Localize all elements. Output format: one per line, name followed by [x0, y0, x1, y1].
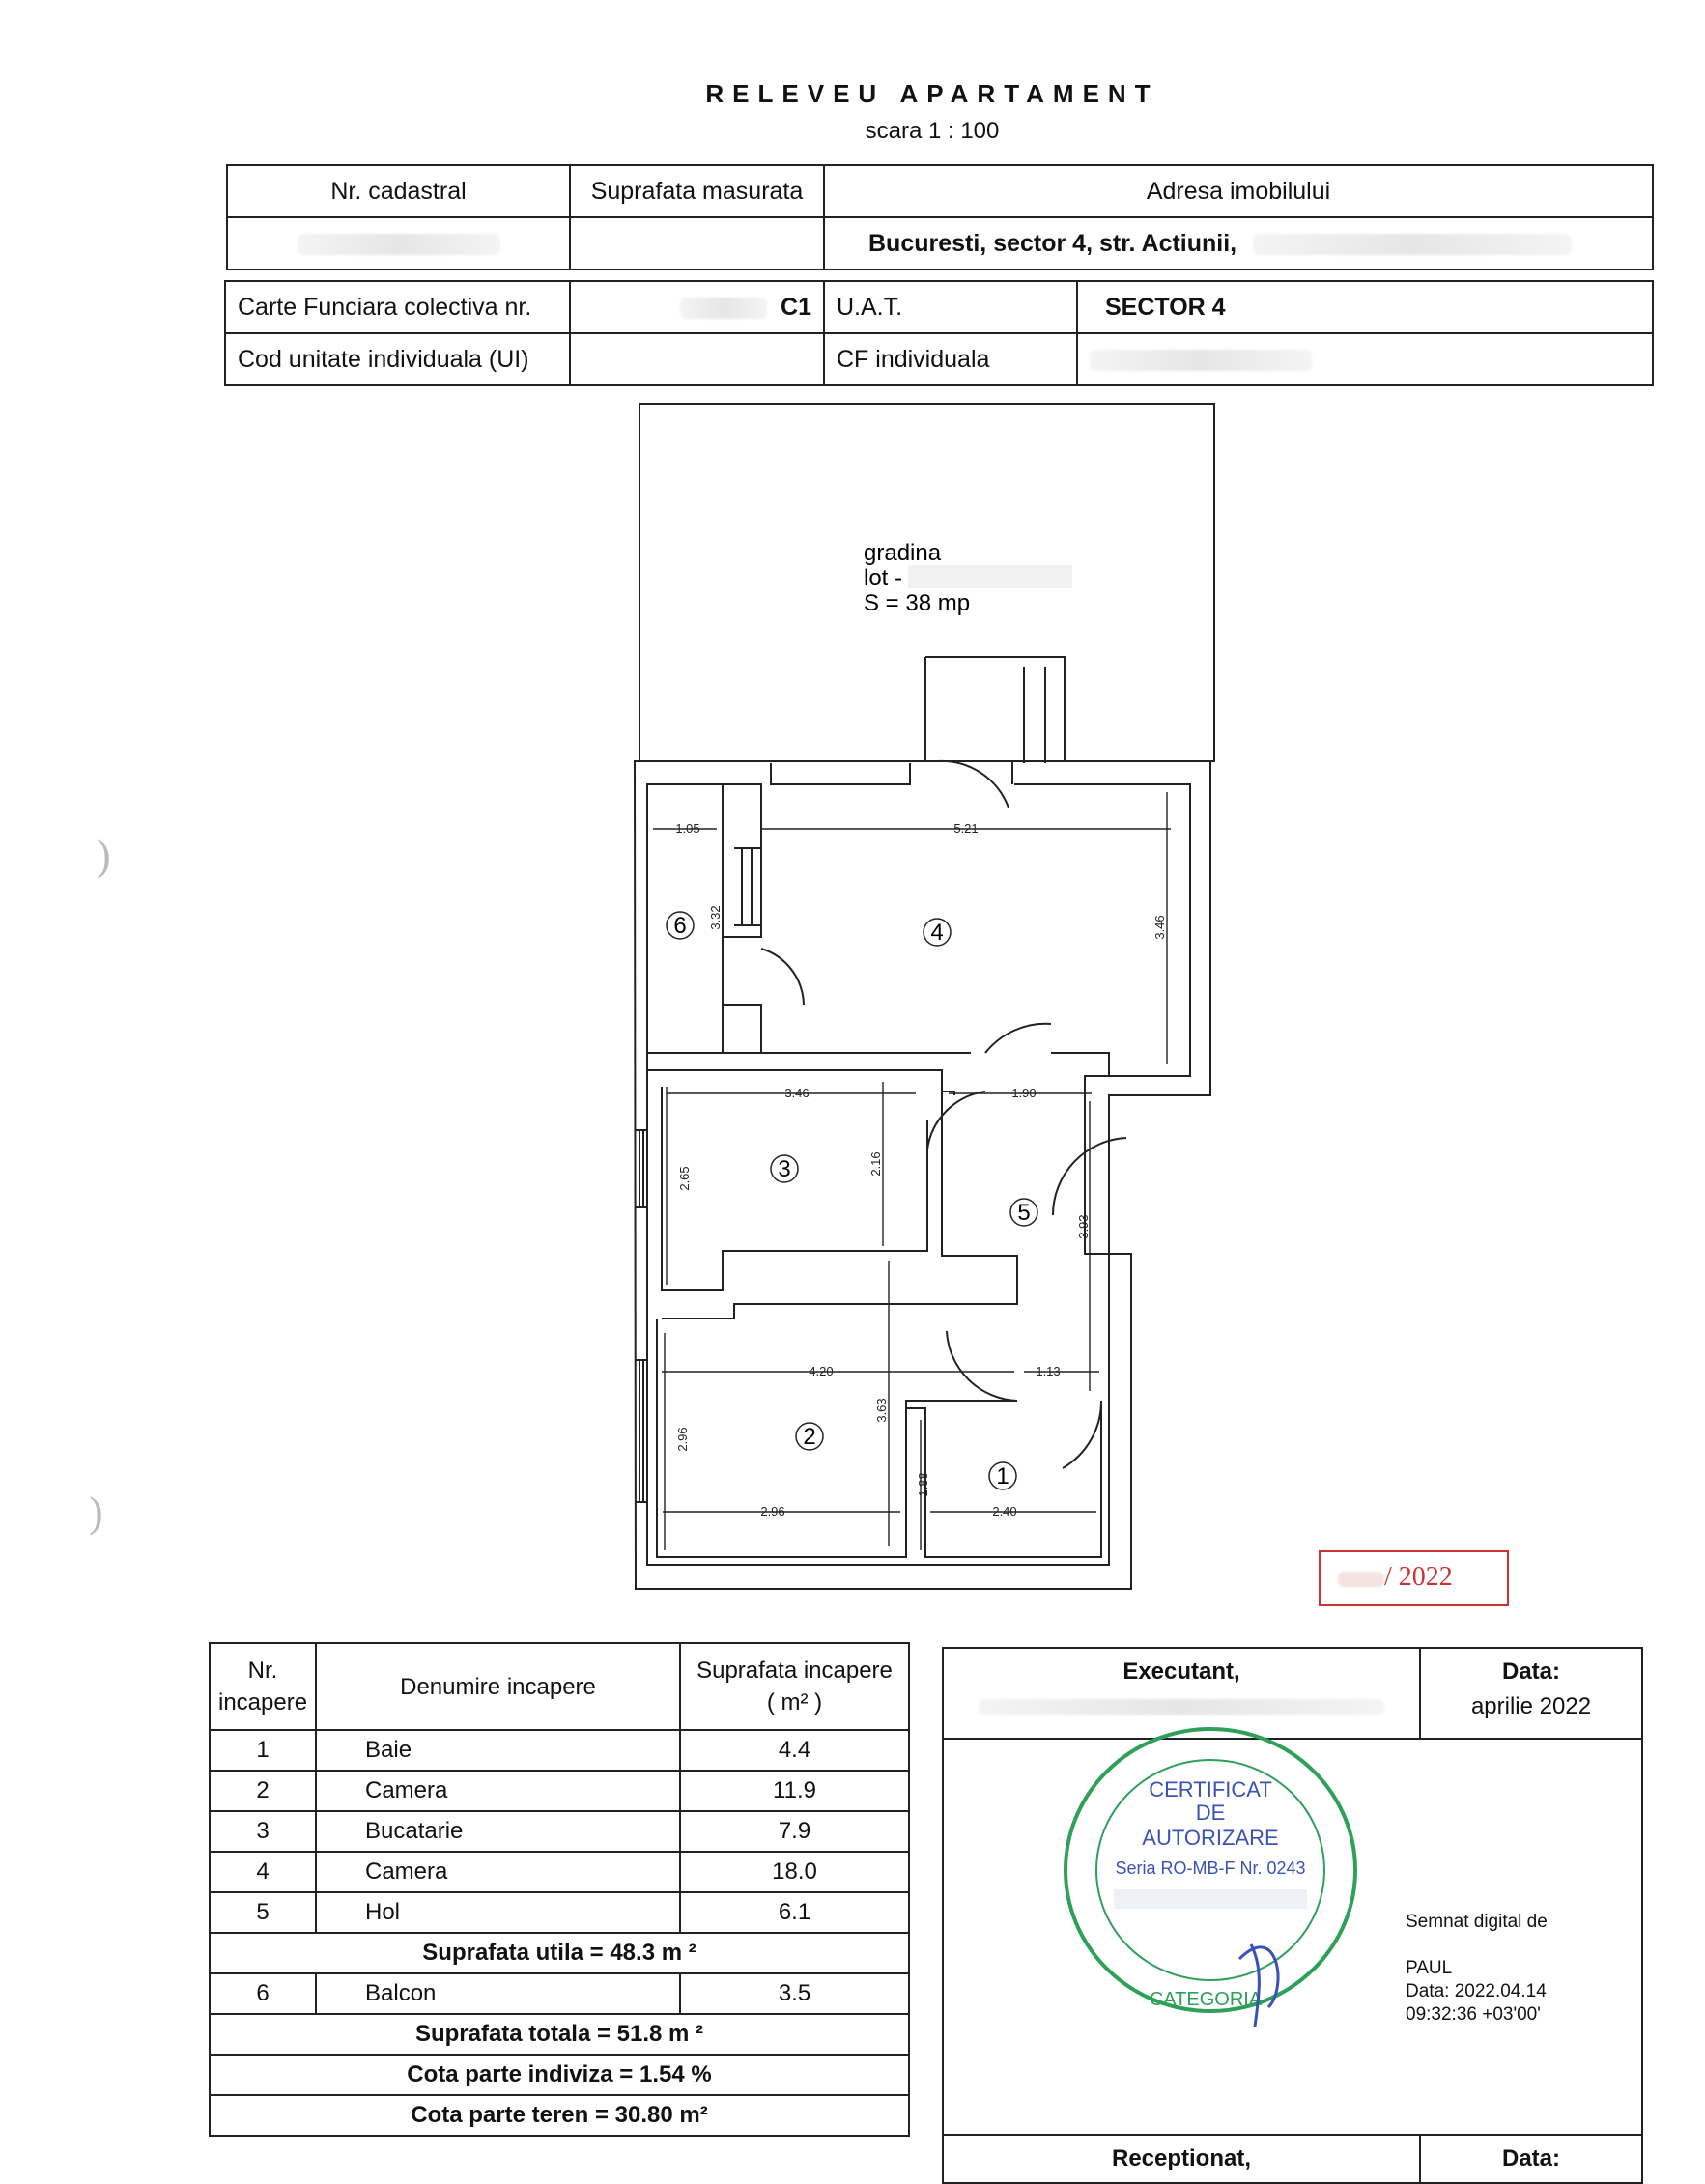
cadastral-value — [226, 216, 571, 270]
rooms-table: Nr. incapere Denumire incapere Suprafata… — [209, 1642, 910, 2137]
inner-wall — [646, 783, 1191, 1566]
cota-indiviza: Cota parte indiviza = 1.54 % — [209, 2054, 910, 2096]
carte-funciara-value: C1 — [569, 280, 825, 334]
room-number-1: 1 — [996, 1463, 1009, 1489]
dim-label: 5.21 — [953, 821, 978, 836]
stamp-line1: CERTIFICAT — [1149, 1777, 1272, 1801]
dim-label: 3.32 — [708, 905, 723, 929]
col-adresa: Adresa imobilului — [823, 164, 1654, 218]
stamp-line2: DE — [1196, 1801, 1226, 1825]
room-number-3: 3 — [778, 1156, 790, 1182]
col-cadastral: Nr. cadastral — [226, 164, 571, 218]
scale-label: scara 1 : 100 — [865, 118, 1000, 144]
garden-area: S = 38 mp — [864, 590, 970, 616]
carte-funciara-label: Carte Funciara colectiva nr. — [224, 280, 571, 334]
garden-label: gradina — [864, 540, 942, 566]
cf-table: Carte Funciara colectiva nr. C1 U.A.T. S… — [224, 280, 1654, 386]
uat-label: U.A.T. — [823, 280, 1078, 334]
dim-label: 1.05 — [675, 821, 699, 836]
stamp-line3: AUTORIZARE — [1142, 1826, 1278, 1850]
room-number-2: 2 — [803, 1424, 815, 1450]
document-title: RELEVEU APARTAMENT — [705, 79, 1159, 108]
header-denumire: Denumire incapere — [315, 1642, 681, 1731]
suprafata-value — [569, 216, 825, 270]
receptionat-label: Receptionat, — [942, 2134, 1421, 2184]
uat-value: SECTOR 4 — [1076, 280, 1654, 334]
suprafata-utila: Suprafata utila = 48.3 m ² — [209, 1932, 910, 1974]
dim-label: 1.13 — [1036, 1364, 1060, 1378]
reference-box: / 2022 — [1319, 1550, 1509, 1606]
outer-wall — [633, 760, 1211, 1590]
cod-ui-label: Cod unitate individuala (UI) — [224, 332, 571, 386]
room-number-6: 6 — [673, 913, 686, 939]
data-label-2: Data: — [1419, 2134, 1643, 2184]
cf-individuala-value — [1076, 332, 1654, 386]
dim-label: 2.96 — [675, 1427, 690, 1451]
cota-teren: Cota parte teren = 30.80 m² — [209, 2094, 910, 2137]
dim-label: 2.40 — [992, 1504, 1016, 1518]
authorization-stamp: CERTIFICAT DE AUTORIZARE Seria RO-MB-F N… — [1046, 1717, 1375, 2028]
dim-label: 4.20 — [809, 1364, 833, 1378]
dim-label: 2.96 — [760, 1504, 784, 1518]
suprafata-totala: Suprafata totala = 51.8 m ² — [209, 2013, 910, 2056]
stamp-categoria: CATEGORIA — [1150, 1989, 1263, 2010]
dim-label: 3.63 — [874, 1398, 889, 1422]
margin-mark: ) — [97, 832, 111, 879]
adresa-value: Bucuresti, sector 4, str. Actiunii, — [823, 216, 1654, 270]
header-suprafata: Suprafata incapere( m² ) — [679, 1642, 910, 1731]
stamp-line4: Seria RO-MB-F Nr. 0243 — [1115, 1858, 1305, 1878]
header-nr: Nr. incapere — [209, 1642, 317, 1731]
dim-label: 3.93 — [1076, 1214, 1091, 1238]
dim-label: 3.46 — [784, 1086, 809, 1100]
dim-label: 1.88 — [916, 1472, 930, 1496]
room-number-5: 5 — [1017, 1200, 1030, 1226]
cod-ui-value — [569, 332, 825, 386]
info-table: Nr. cadastral Suprafata masurata Adresa … — [226, 164, 1654, 270]
col-suprafata: Suprafata masurata — [569, 164, 825, 218]
dim-label: 1.90 — [1011, 1086, 1036, 1100]
executant-table: Executant, Data:aprilie 2022 Receptionat… — [942, 1647, 1643, 2184]
dim-label: 3.46 — [1152, 915, 1167, 939]
digital-signature: Semnat digital de PAUL Data: 2022.04.14 … — [1406, 1912, 1548, 2025]
dim-label: 2.65 — [677, 1166, 692, 1190]
room-number-4: 4 — [930, 920, 943, 946]
data-cell: Data:aprilie 2022 — [1419, 1647, 1643, 1740]
margin-mark: ) — [89, 1489, 103, 1536]
floor-plan: gradina lot - NC S = 38 mp 1 2 3 4 5 6 1… — [633, 403, 1215, 1590]
cf-individuala-label: CF individuala — [823, 332, 1078, 386]
stamp-area — [942, 1738, 1643, 2136]
dim-label: 2.16 — [868, 1151, 883, 1176]
executant-label: Executant, — [942, 1647, 1421, 1740]
